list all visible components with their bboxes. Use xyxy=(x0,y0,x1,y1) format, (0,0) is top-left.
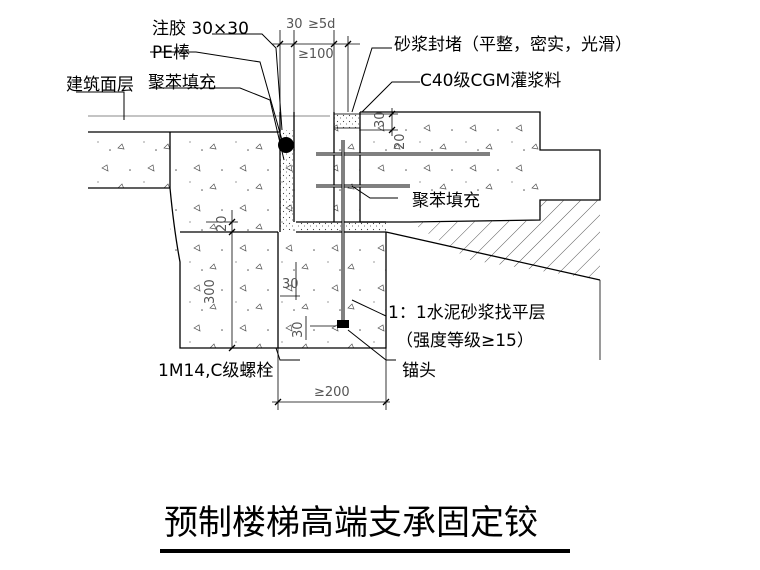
title-block: 预制楼梯高端支承固定铰 xyxy=(160,503,570,553)
dimension-texts: 30 ≥5d ≥100 30 20 20 300 30 30 ≥200 xyxy=(203,17,408,400)
rebars xyxy=(316,152,490,188)
grout-label: C40级CGM灌浆料 xyxy=(420,71,561,91)
sealant-label: 注胶 30×30 xyxy=(152,19,249,39)
dim-30-right: 30 xyxy=(373,111,388,128)
drawing-title: 预制楼梯高端支承固定铰 xyxy=(164,503,538,543)
polystyrene-top-label: 聚苯填充 xyxy=(148,73,216,93)
anchor-head-label: 锚头 xyxy=(402,361,436,381)
pe-rod-label: PE棒 xyxy=(152,43,190,63)
dim-20-left: 20 xyxy=(215,215,230,232)
dim-20-right: 20 xyxy=(393,133,408,150)
leveling-strength-label: （强度等级≥15） xyxy=(396,331,534,351)
dim-300: 300 xyxy=(203,279,218,304)
leader-lines xyxy=(76,33,420,361)
annotation-labels: 注胶 30×30 PE棒 聚苯填充 建筑面层 砂浆封堵（平整，密实，光滑） C4… xyxy=(66,19,632,381)
floor-slab xyxy=(88,115,330,189)
polystyrene-gap xyxy=(278,112,295,232)
floor-finish-label: 建筑面层 xyxy=(66,75,134,95)
dim-200: ≥200 xyxy=(314,385,350,400)
dim-100: ≥100 xyxy=(298,47,334,62)
mortar-seal-label: 砂浆封堵（平整，密实，光滑） xyxy=(394,35,632,55)
dim-5d: ≥5d xyxy=(308,17,335,32)
dim-30-top: 30 xyxy=(286,17,303,32)
bolt-label: 1M14,C级螺栓 xyxy=(158,361,273,381)
dim-30-mid: 30 xyxy=(282,277,299,292)
pe-rod xyxy=(278,137,294,153)
polystyrene-right-label: 聚苯填充 xyxy=(412,191,480,211)
dim-30-low: 30 xyxy=(291,321,306,338)
leveling-layer-label: 1：1水泥砂浆找平层 xyxy=(388,303,546,323)
support-beam xyxy=(169,132,387,349)
anchor-head xyxy=(337,320,349,328)
anchor-bolt xyxy=(337,140,349,328)
dimension-lines xyxy=(206,30,398,410)
